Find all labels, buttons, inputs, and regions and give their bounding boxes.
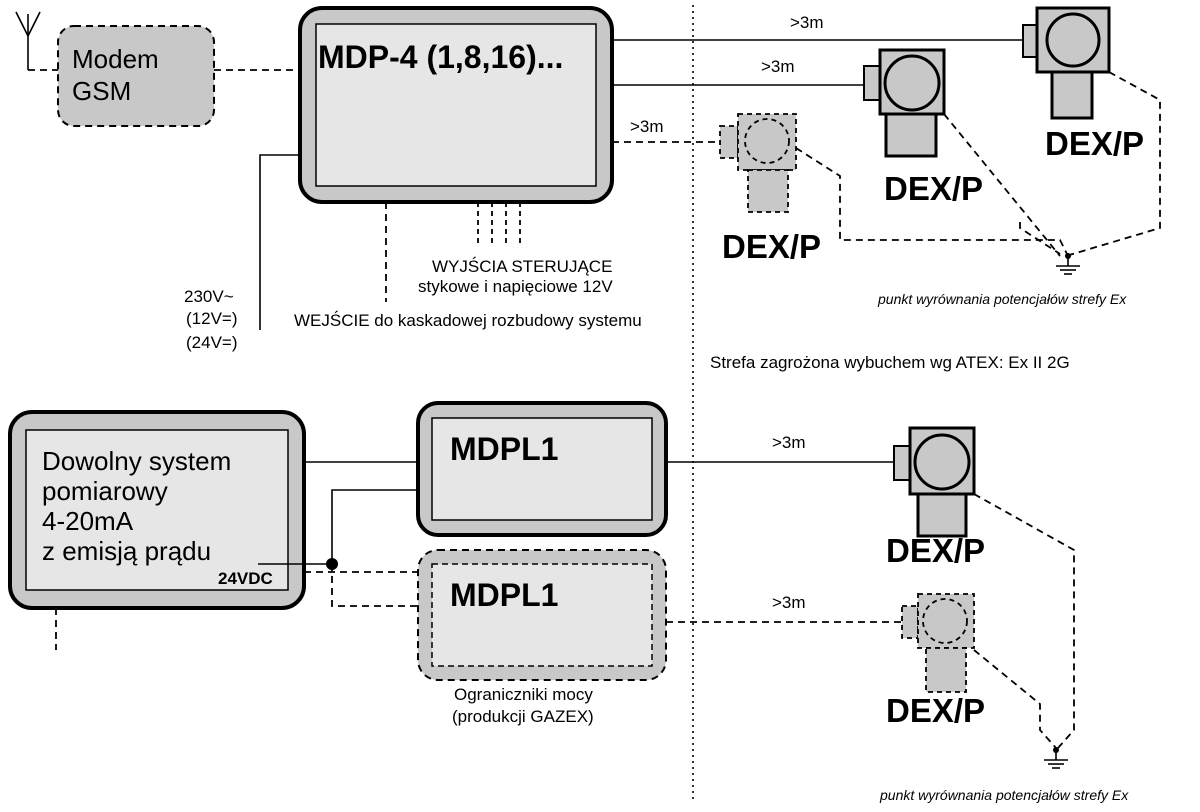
mdpl1-inner-b [431,563,653,667]
mdp4-inner-panel [315,23,597,187]
equipotential-note-bottom: punkt wyrównania potencjałów strefy Ex [879,787,1129,803]
ground-wire-detector-2 [943,113,1061,257]
dex-label-3: DEX/P [722,228,821,265]
outputs-label-line2: stykowe i napięciowe 12V [418,277,613,296]
distance-label-5: >3m [772,593,806,612]
cascade-input-label: WEJŚCIE do kaskadowej rozbudowy systemu [294,311,642,330]
dex-detector-2 [863,48,946,158]
mdpl1-label-b: MDPL1 [450,577,558,613]
mdp4-title: MDP-4 (1,8,16)... [318,39,563,75]
measuring-label-line2: pomiarowy [42,476,168,506]
measuring-label-line4: z emisją prądu [42,536,211,566]
outputs-label-line1: WYJŚCIA STERUJĄCE [432,257,612,276]
distance-label-4: >3m [772,433,806,452]
limiters-label-line2: (produkcji GAZEX) [452,707,594,726]
power-label-24v: (24V=) [186,333,238,352]
dex-detector-3 [719,113,797,213]
limiters-label-line1: Ograniczniki mocy [454,685,593,704]
ground-icon-top [1056,253,1080,275]
ground-wire-detector-5 [973,649,1057,749]
atex-zone-label: Strefa zagrożona wybuchem wg ATEX: Ex II… [710,353,1070,372]
supply-24vdc-label: 24VDC [218,569,273,588]
ground-wire-detector-4 [973,493,1075,749]
dex-label-1: DEX/P [1045,125,1144,162]
distance-label-2: >3m [761,57,795,76]
mdpl1-label-a: MDPL1 [450,431,558,467]
antenna-icon [15,11,41,70]
distance-label-1: >3m [790,13,824,32]
dex-label-2: DEX/P [884,170,983,207]
dex-label-4: DEX/P [886,532,985,569]
power-label-12v: (12V=) [186,309,238,328]
power-label-230v: 230V~ [184,287,234,306]
measuring-system-inner [25,429,289,591]
dex-detector-5 [901,593,975,693]
distance-label-3: >3m [630,117,664,136]
modem-label-line1: Modem [72,44,159,74]
control-output-lines [477,202,521,246]
ground-wire-bridge [1019,222,1061,255]
dex-label-5: DEX/P [886,692,985,729]
modem-label-line2: GSM [72,76,131,106]
supply-line-mdpl1-a [331,489,418,564]
mdpl1-inner-a [431,417,653,521]
dex-detector-4 [893,426,976,538]
measuring-label-line3: 4-20mA [42,506,134,536]
power-line [259,154,300,330]
ground-icon-bottom [1044,747,1068,769]
ground-wire-detector-1 [1065,71,1161,257]
ground-wire-detector-3 [795,147,1069,257]
modem-gsm-box [57,25,215,127]
dex-detector-1 [1022,6,1111,120]
equipotential-note-top: punkt wyrównania potencjałów strefy Ex [877,291,1127,307]
measuring-label-line1: Dowolny system [42,446,231,476]
supply-line-mdpl1-b [331,564,418,607]
